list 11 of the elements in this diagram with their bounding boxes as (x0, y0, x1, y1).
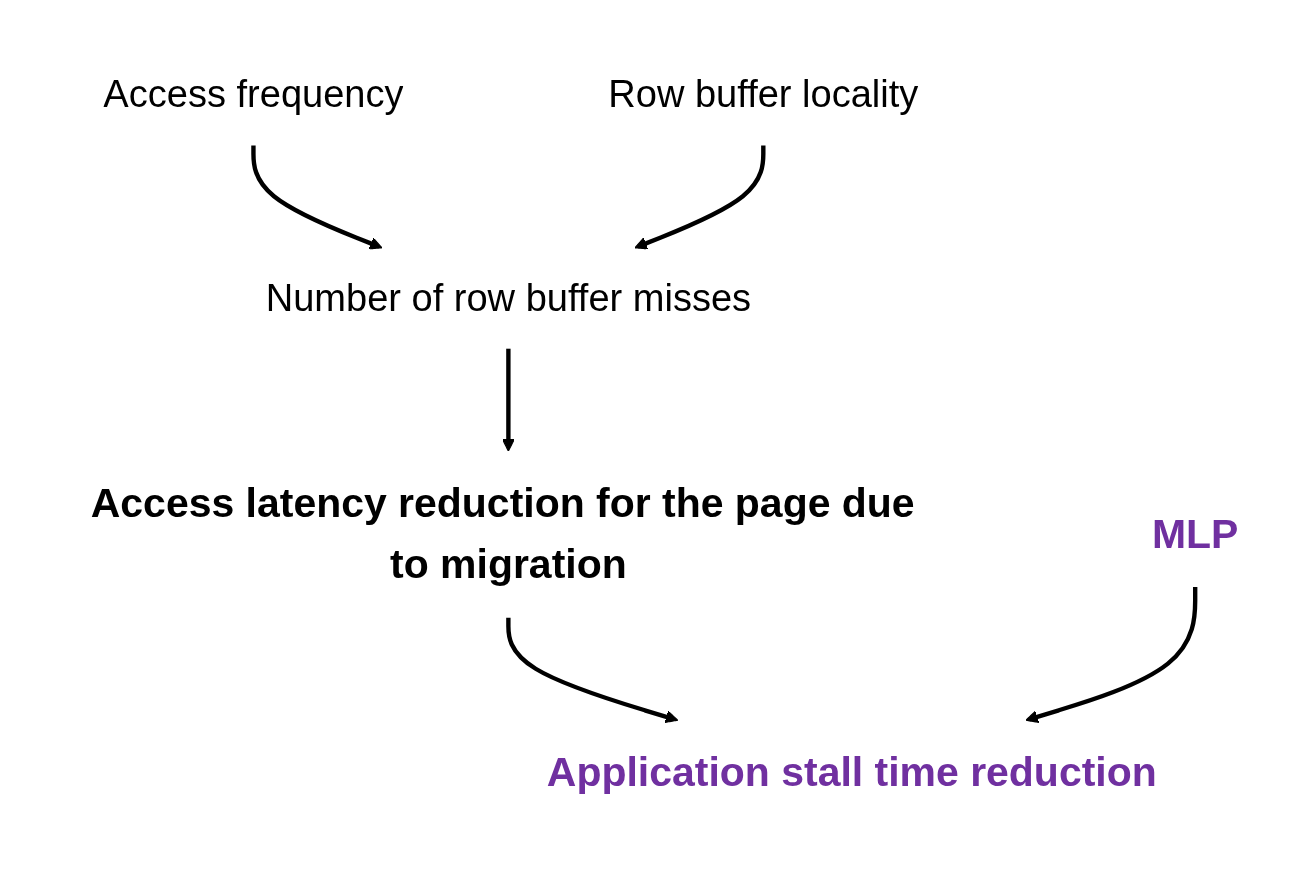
node-text: Application stall time reduction (546, 748, 1157, 795)
node-text: Access latency reduction for the page due to migration (90, 479, 915, 587)
arrow (633, 144, 765, 249)
arrow (501, 348, 515, 452)
node-text: MLP (1151, 510, 1238, 556)
node-text: Number of row buffer misses (265, 275, 751, 319)
arrow (505, 617, 678, 723)
node-text: Row buffer locality (607, 71, 918, 116)
arrow (250, 144, 382, 249)
node-text: Access frequency (102, 71, 404, 116)
arrow (1024, 586, 1197, 723)
